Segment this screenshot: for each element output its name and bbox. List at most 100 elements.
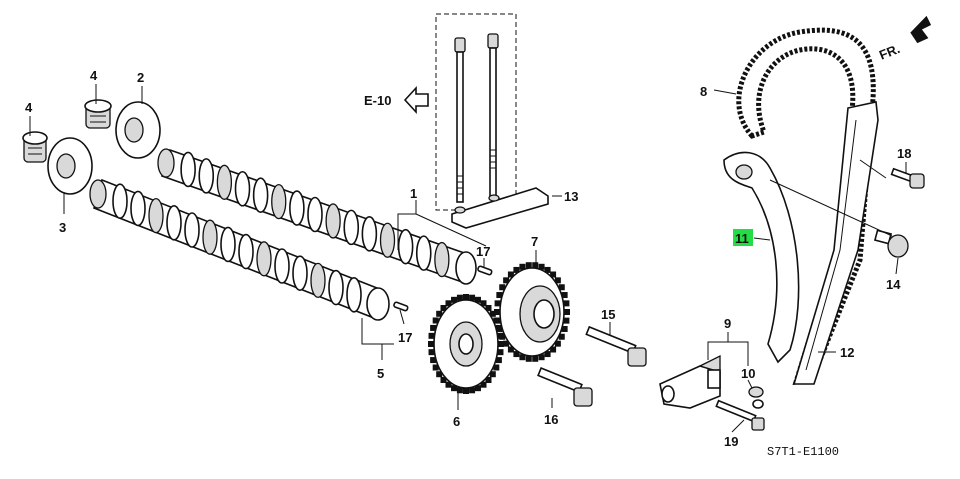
callout-6[interactable]: 6 bbox=[453, 414, 460, 429]
sprocket-tooth bbox=[469, 387, 476, 394]
cover-plate-part-13[interactable] bbox=[451, 187, 549, 229]
cam-lobe bbox=[238, 233, 254, 270]
pulse-plate-part-3[interactable] bbox=[47, 137, 93, 195]
sprocket-tooth bbox=[513, 266, 520, 273]
callout-13[interactable]: 13 bbox=[564, 189, 578, 204]
sprocket-tooth bbox=[563, 317, 570, 324]
bolt-part-15[interactable] bbox=[585, 325, 647, 367]
head-bolt-long-right[interactable] bbox=[487, 33, 499, 199]
sprocket-tooth bbox=[495, 357, 502, 364]
sprocket-tooth bbox=[503, 277, 510, 284]
pulse-plate-part-2[interactable] bbox=[115, 101, 161, 159]
bolt-part-16[interactable] bbox=[537, 367, 593, 407]
callout-17-lower[interactable]: 17 bbox=[398, 330, 412, 345]
callout-9[interactable]: 9 bbox=[724, 316, 731, 331]
sprocket-tooth bbox=[496, 292, 503, 299]
washer-part-10[interactable] bbox=[748, 386, 764, 409]
callout-11[interactable]: 11 bbox=[735, 231, 749, 246]
sprocket-tooth bbox=[440, 304, 447, 311]
dowel-pin-part-17-upper[interactable] bbox=[477, 265, 493, 276]
camshaft-part-1[interactable] bbox=[157, 148, 477, 285]
sprocket-tooth bbox=[538, 263, 545, 270]
callout-16[interactable]: 16 bbox=[544, 412, 558, 427]
callout-18[interactable]: 18 bbox=[897, 146, 911, 161]
vtc-actuator-part-7[interactable] bbox=[494, 262, 570, 362]
callout-12[interactable]: 12 bbox=[840, 345, 854, 360]
cam-lobe bbox=[148, 197, 164, 234]
sprocket-tooth bbox=[519, 263, 526, 270]
sprocket-tooth bbox=[558, 284, 565, 291]
cam-sprocket-part-6[interactable] bbox=[428, 294, 504, 394]
cam-lobe bbox=[198, 158, 215, 194]
sprocket-tooth bbox=[489, 371, 496, 378]
sprocket-tooth bbox=[480, 381, 487, 388]
sprocket-tooth bbox=[436, 310, 443, 317]
sprocket-tooth bbox=[440, 377, 447, 384]
callout-1[interactable]: 1 bbox=[410, 186, 417, 201]
sprocket-tooth bbox=[499, 284, 506, 291]
callout-10[interactable]: 10 bbox=[741, 366, 755, 381]
bolt-part-18[interactable] bbox=[890, 167, 925, 189]
cam-lobe bbox=[130, 190, 146, 227]
cam-lobe bbox=[274, 248, 290, 284]
pivot-bolt-part-14[interactable] bbox=[873, 229, 909, 258]
sprocket-tooth bbox=[503, 340, 510, 347]
sprocket-tooth bbox=[456, 387, 463, 394]
sprocket-tooth bbox=[474, 296, 481, 303]
sprocket-tooth bbox=[485, 304, 492, 311]
front-marker: FR. bbox=[877, 41, 902, 63]
head-bolts-group-outline bbox=[435, 13, 517, 211]
dowel-pin-part-17-lower[interactable] bbox=[393, 301, 409, 312]
cam-lobe bbox=[379, 222, 396, 258]
sprocket-tooth bbox=[538, 354, 545, 361]
sprocket-tooth bbox=[428, 341, 434, 347]
sprocket-tooth bbox=[445, 300, 452, 307]
camshaft-part-5[interactable] bbox=[89, 178, 390, 321]
callout-19[interactable]: 19 bbox=[724, 434, 738, 449]
bolt-part-19[interactable] bbox=[715, 399, 765, 431]
sprocket-tooth bbox=[544, 266, 551, 273]
sprocket-tooth bbox=[432, 317, 439, 324]
callout-4-lower[interactable]: 4 bbox=[25, 100, 33, 115]
callout-3[interactable]: 3 bbox=[59, 220, 66, 235]
sprocket-tooth bbox=[564, 309, 570, 315]
sprocket-tooth bbox=[532, 355, 539, 362]
diagram-code: S7T1-E1100 bbox=[767, 445, 839, 459]
callout-4-upper[interactable]: 4 bbox=[90, 68, 98, 83]
sprocket-tooth bbox=[493, 364, 500, 371]
bolt-part-4-lower[interactable] bbox=[22, 131, 48, 163]
cam-lobe bbox=[310, 262, 326, 299]
cam-lobe bbox=[180, 151, 196, 188]
sprocket-tooth bbox=[494, 300, 501, 307]
callout-2[interactable]: 2 bbox=[137, 70, 144, 85]
sprocket-tooth bbox=[456, 294, 463, 301]
cam-lobe bbox=[434, 241, 450, 278]
callout-7[interactable]: 7 bbox=[531, 234, 538, 249]
sprocket-tooth bbox=[432, 364, 439, 371]
sprocket-tooth bbox=[499, 333, 506, 340]
callout-5[interactable]: 5 bbox=[377, 366, 384, 381]
chain-tensioner-part-9[interactable] bbox=[659, 354, 721, 409]
sprocket-tooth bbox=[451, 385, 458, 392]
sprocket-tooth bbox=[561, 292, 568, 299]
sprocket-tooth bbox=[451, 296, 458, 303]
bolt-part-4-upper[interactable] bbox=[84, 99, 112, 129]
cam-lobe bbox=[346, 276, 362, 313]
cam-lobe bbox=[397, 228, 414, 265]
tensioner-arm-part-11[interactable] bbox=[723, 151, 800, 364]
reference-arrow-icon bbox=[403, 85, 429, 115]
head-bolt-long-left[interactable] bbox=[454, 37, 466, 203]
callout-8[interactable]: 8 bbox=[700, 84, 707, 99]
sprocket-tooth bbox=[550, 271, 557, 278]
cam-lobe bbox=[271, 183, 287, 220]
callout-14[interactable]: 14 bbox=[886, 277, 901, 292]
cam-lobe bbox=[292, 255, 308, 292]
cam-lobe bbox=[184, 212, 200, 248]
callout-17-upper[interactable]: 17 bbox=[476, 244, 490, 259]
cam-lobe bbox=[328, 269, 344, 306]
sprocket-tooth bbox=[430, 324, 437, 331]
chain-guide-part-12[interactable] bbox=[792, 101, 879, 385]
sprocket-tooth bbox=[558, 333, 565, 340]
callout-15[interactable]: 15 bbox=[601, 307, 615, 322]
